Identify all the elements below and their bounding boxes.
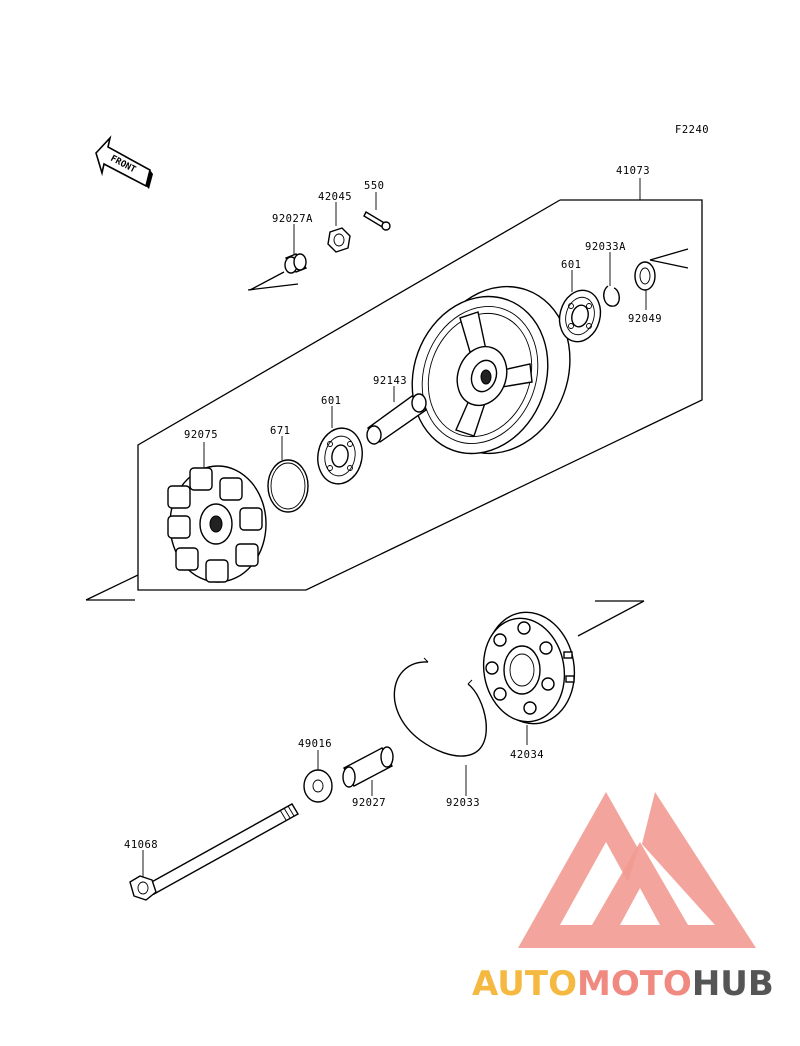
label-92033: 92033 [446,797,480,809]
circlip-92033A [603,285,620,307]
collar-92027 [342,746,394,788]
collar-92027A [284,253,308,274]
collar-92143 [366,393,428,445]
front-arrow-icon: FRONT [95,135,153,189]
o-ring-671 [267,459,309,513]
circlip-92033 [393,657,487,757]
seal-92049 [634,261,656,291]
figure-code: F2240 [675,124,709,136]
nut-42045 [327,227,351,253]
label-92033A: 92033A [585,241,626,253]
label-92143: 92143 [373,375,407,387]
watermark-auto: AUTO [472,964,577,1004]
assembly-frame [85,199,703,601]
label-92049: 92049 [628,313,662,325]
part-labels: 41073 550 42045 92027A 92033A 601 92049 … [124,165,662,851]
washer-49016 [303,769,333,803]
watermark-text: AUTOMOTOHUB [472,964,774,1004]
cotter-pin-550 [363,211,391,231]
label-42034: 42034 [510,749,544,761]
label-49016: 49016 [298,738,332,750]
label-92027: 92027 [352,797,386,809]
axle-41068 [129,803,299,901]
label-550: 550 [364,180,384,192]
coupling-42034 [482,611,576,725]
label-601-left: 601 [321,395,341,407]
damper-92075 [167,465,267,583]
label-41068: 41068 [124,839,158,851]
wheel-rim-41073 [411,285,571,455]
watermark-logo [518,792,756,948]
svg-text:AUTOMOTOHUB: AUTOMOTOHUB [472,964,774,1004]
watermark-moto: MOTO [577,964,692,1004]
label-671: 671 [270,425,290,437]
label-41073: 41073 [616,165,650,177]
label-92075: 92075 [184,429,218,441]
watermark-hub: HUB [692,964,774,1004]
label-92027A: 92027A [272,213,313,225]
label-601-right: 601 [561,259,581,271]
label-42045: 42045 [318,191,352,203]
leader-lines [142,178,647,878]
bearing-601-left [317,427,363,485]
bearing-601-right [558,289,602,343]
